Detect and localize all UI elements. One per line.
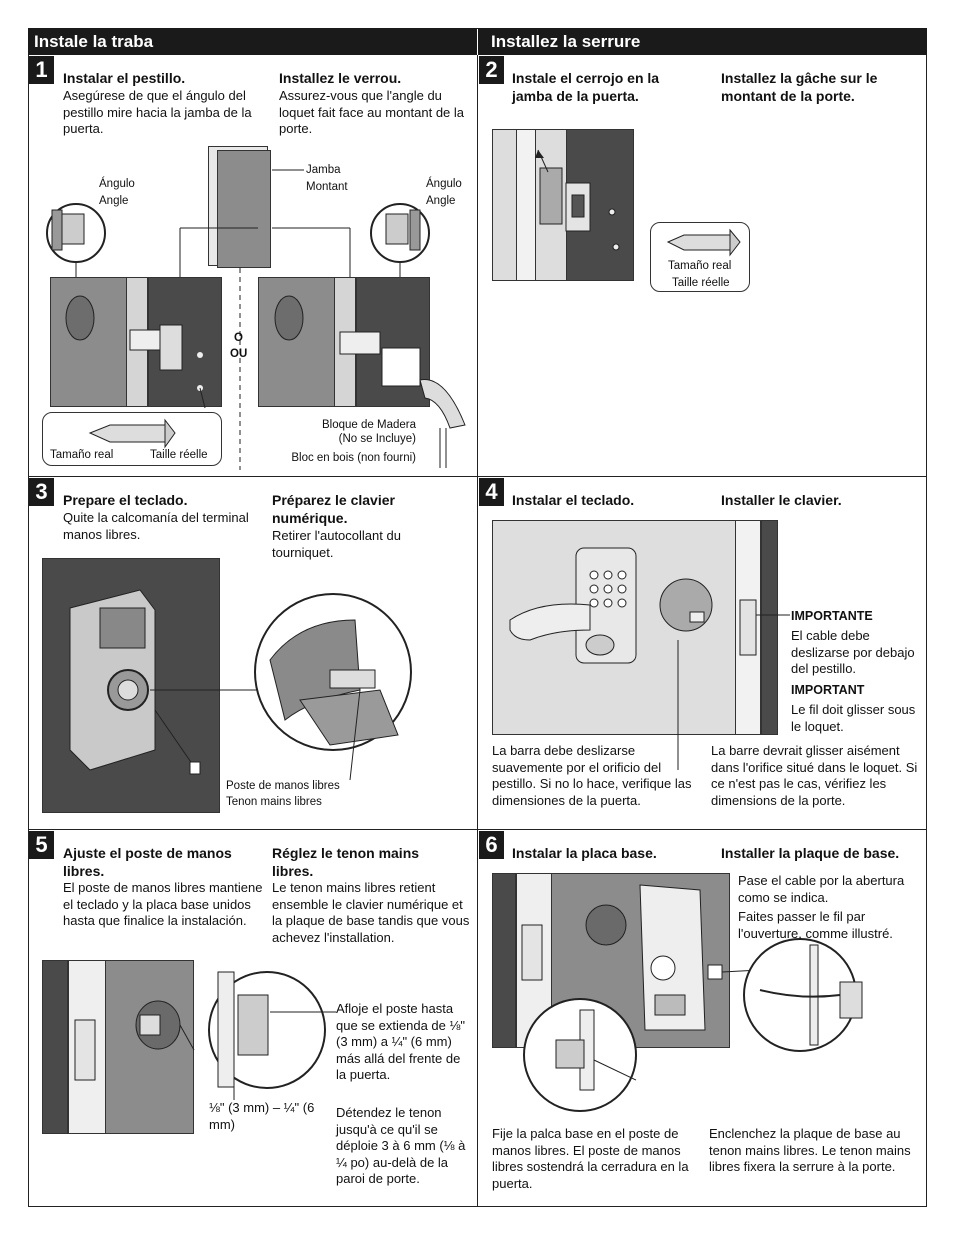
step-5-fr-text: Le tenon mains libres retient ensemble l… xyxy=(272,880,470,945)
strike-jamb-edge xyxy=(516,129,536,281)
jamb-leader-lines xyxy=(179,169,351,470)
important-fr-title: IMPORTANT xyxy=(791,683,865,697)
step-3-number: 3 xyxy=(29,478,54,506)
step-2-es-title: Instale el cerrojo en la jamba de la pue… xyxy=(512,70,660,104)
step-6-number: 6 xyxy=(479,831,504,859)
hands-free-post-fr: Tenon mains libres xyxy=(226,796,322,808)
post-adjust-jamb xyxy=(42,960,68,1134)
keypad-install-details xyxy=(509,547,790,770)
base-plate-details xyxy=(521,884,863,1112)
step-1-fr-text: Assurez-vous que l'angle du loquet fait … xyxy=(279,88,465,136)
screw-right-icon xyxy=(666,228,741,257)
header-left: Instale la traba xyxy=(28,28,477,55)
step-3-es-text: Quite la calcomanía del terminal manos l… xyxy=(63,510,249,542)
step-4-es-title: Instalar el teclado. xyxy=(512,492,635,508)
or-label-es: O xyxy=(234,332,243,344)
step-6-fr-title: Installer la plaque de base. xyxy=(721,845,900,861)
important-es-text: El cable debe deslizarse por debajo del … xyxy=(791,628,915,676)
step-6-bottom-es: Fije la palca base en el poste de manos … xyxy=(492,1126,689,1191)
screw-actual-size-left xyxy=(42,412,222,466)
step-4-bottom-es: La barra debe deslizarse suavemente por … xyxy=(492,743,692,808)
screw-left-icon xyxy=(88,418,176,449)
angle-es-right: Ángulo xyxy=(426,178,462,190)
angle-es-left: Ángulo xyxy=(99,178,135,190)
angle-fr-right: Angle xyxy=(426,195,456,207)
wood-block-es-1: Bloque de Madera xyxy=(322,419,416,431)
step-5-es-title: Ajuste el poste de manos libres. xyxy=(63,845,232,879)
cable-es: Pase el cable por la abertura como se in… xyxy=(738,873,905,905)
hands-free-post-es: Poste de manos libres xyxy=(226,780,340,792)
step-1-fr-title: Installez le verrou. xyxy=(279,70,402,86)
loosen-fr: Détendez le tenon jusqu'à ce qu'il se dé… xyxy=(336,1105,466,1186)
angle-fr-left: Angle xyxy=(99,195,129,207)
step-3-fr-text: Retirer l'autocollant du tourniquet. xyxy=(272,528,401,560)
step-5-es-text: El poste de manos libres mantiene el tec… xyxy=(63,880,263,928)
step-5-fr-title: Réglez le tenon mains libres. xyxy=(272,845,420,879)
step-3-fr-title: Préparez le clavier numérique. xyxy=(272,492,395,526)
cable-fr: Faites passer le fil par l'ouverture, co… xyxy=(738,909,893,941)
strike-plate-details xyxy=(535,149,620,251)
measure-label: ⅛" (3 mm) – ¼" (6 mm) xyxy=(209,1100,315,1132)
keypad-back-details xyxy=(69,589,258,775)
header-right: Installez la serrure xyxy=(478,28,927,55)
screw-left-real-es: Tamaño real xyxy=(50,449,114,461)
screw-right-real-es: Tamaño real xyxy=(668,260,732,272)
wood-block-fr: Bloc en bois (non fourni) xyxy=(291,452,416,464)
step-1-number: 1 xyxy=(29,56,54,84)
latch-angle-magnifiers xyxy=(46,203,430,361)
important-fr-text: Le fil doit glisser sous le loquet. xyxy=(791,702,916,734)
step-4-number: 4 xyxy=(479,478,504,506)
keypad-install-jamb xyxy=(761,520,778,735)
screw-left-real-fr: Taille réelle xyxy=(150,449,208,461)
jamb-panel xyxy=(217,150,271,268)
step-2-fr-title: Installez la gâche sur le montant de la … xyxy=(721,70,878,104)
step-6-es-title: Instalar la placa base. xyxy=(512,845,657,861)
step-4-fr-title: Installer le clavier. xyxy=(721,492,842,508)
step-1-es-text: Asegúrese de que el ángulo del pestillo … xyxy=(63,88,252,136)
step-2-number: 2 xyxy=(479,56,504,84)
montant-label: Montant xyxy=(306,181,348,193)
wood-block-es-2: (No se Incluye) xyxy=(338,433,416,445)
step-3-es-title: Prepare el teclado. xyxy=(63,492,188,508)
door-left-details xyxy=(65,295,206,409)
step-1-es-title: Instalar el pestillo. xyxy=(63,70,186,86)
screw-right-real-fr: Taille réelle xyxy=(672,277,730,289)
jamba-label: Jamba xyxy=(306,164,341,176)
base-plate-jamb xyxy=(492,873,516,1048)
row-divider-1 xyxy=(28,476,927,477)
door-right-details xyxy=(274,295,466,468)
sticker-magnifier xyxy=(254,593,412,781)
row-divider-2 xyxy=(28,829,927,830)
important-es-title: IMPORTANTE xyxy=(791,609,873,623)
post-adjust-details xyxy=(74,971,336,1100)
step-5-number: 5 xyxy=(29,831,54,859)
step-4-bottom-fr: La barre devrait glisser aisément dans l… xyxy=(711,743,918,808)
column-divider xyxy=(477,55,478,1207)
step-6-bottom-fr: Enclenchez la plaque de base au tenon ma… xyxy=(709,1126,911,1174)
or-label-fr: OU xyxy=(230,348,248,360)
loosen-es: Afloje el poste hasta que se extienda de… xyxy=(336,1001,465,1082)
